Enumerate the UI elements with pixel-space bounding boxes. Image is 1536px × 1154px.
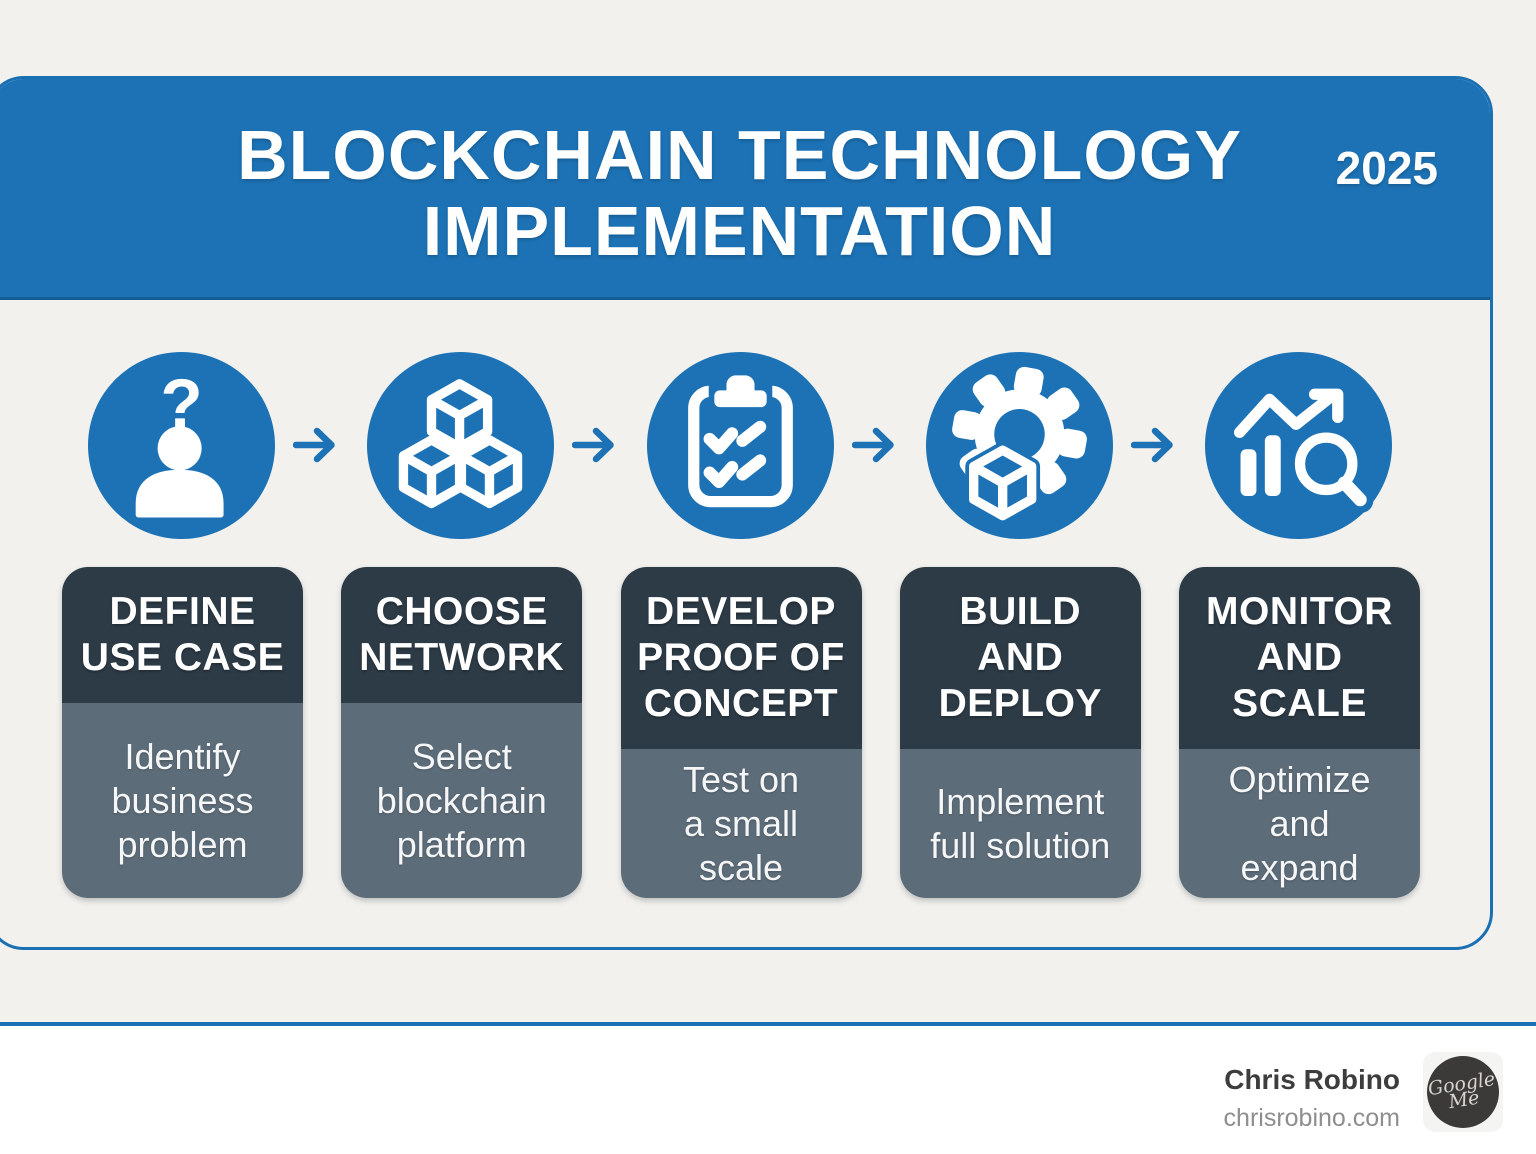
step-2-icon-circle — [367, 351, 555, 539]
logo-tile: Google Me — [1423, 1052, 1503, 1132]
person-question-icon: ? — [135, 364, 224, 517]
google-me-logo-icon: Google Me — [1427, 1056, 1499, 1128]
header-banner: BLOCKCHAIN TECHNOLOGY IMPLEMENTATION 202… — [0, 79, 1490, 300]
right-arrow-icon — [1130, 427, 1173, 463]
right-arrow-icon — [851, 427, 894, 463]
step-card-develop-proof-of-concept: DEVELOP PROOF OF CONCEPT Test on a small… — [620, 567, 862, 898]
page-title: BLOCKCHAIN TECHNOLOGY IMPLEMENTATION — [0, 79, 1490, 269]
step-3-icon-circle — [646, 351, 834, 539]
step-card-monitor-and-scale: MONITOR AND SCALE Optimize and expand — [1179, 567, 1420, 898]
step-card-title: DEVELOP PROOF OF CONCEPT — [620, 567, 862, 749]
step-cards-row: DEFINE USE CASE Identify business proble… — [62, 567, 1420, 898]
step-5-icon-circle — [1205, 351, 1392, 539]
right-arrow-icon — [572, 427, 615, 463]
step-card-title: CHOOSE NETWORK — [341, 567, 583, 703]
author-block: Chris Robino chrisrobino.com — [1224, 1064, 1400, 1133]
step-card-title: BUILD AND DEPLOY — [899, 567, 1141, 749]
author-website: chrisrobino.com — [1223, 1104, 1400, 1132]
step-card-choose-network: CHOOSE NETWORK Select blockchain platfor… — [341, 567, 583, 898]
step-card-description: Test on a small scale — [620, 749, 862, 898]
logo-script-text: Google Me — [1427, 1068, 1499, 1113]
footer: Chris Robino chrisrobino.com Google Me — [0, 1026, 1536, 1154]
step-4-icon-circle — [925, 351, 1113, 539]
chart-magnifier-icon — [1233, 388, 1374, 513]
step-card-title: DEFINE USE CASE — [62, 567, 303, 703]
step-card-define-use-case: DEFINE USE CASE Identify business proble… — [62, 567, 303, 898]
step-card-build-and-deploy: BUILD AND DEPLOY Implement full solution — [899, 567, 1141, 898]
step-card-description: Select blockchain platform — [341, 703, 583, 898]
step-card-description: Implement full solution — [899, 749, 1141, 898]
author-name: Chris Robino — [1224, 1064, 1400, 1095]
page-title-line2: IMPLEMENTATION — [422, 192, 1057, 270]
step-1-icon-circle: ? — [88, 351, 275, 539]
clipboard-checklist-icon — [687, 374, 793, 507]
step-card-description: Optimize and expand — [1179, 749, 1420, 898]
step-card-description: Identify business problem — [62, 703, 303, 898]
step-card-title: MONITOR AND SCALE — [1179, 567, 1420, 749]
page-title-line1: BLOCKCHAIN TECHNOLOGY — [237, 116, 1242, 194]
gear-cube-icon — [951, 366, 1087, 524]
footer-divider — [0, 1022, 1536, 1026]
blockchain-cubes-icon — [399, 378, 523, 508]
year-label: 2025 — [1335, 142, 1438, 194]
right-arrow-icon — [293, 427, 335, 463]
process-flow-row: ? — [88, 350, 1392, 540]
